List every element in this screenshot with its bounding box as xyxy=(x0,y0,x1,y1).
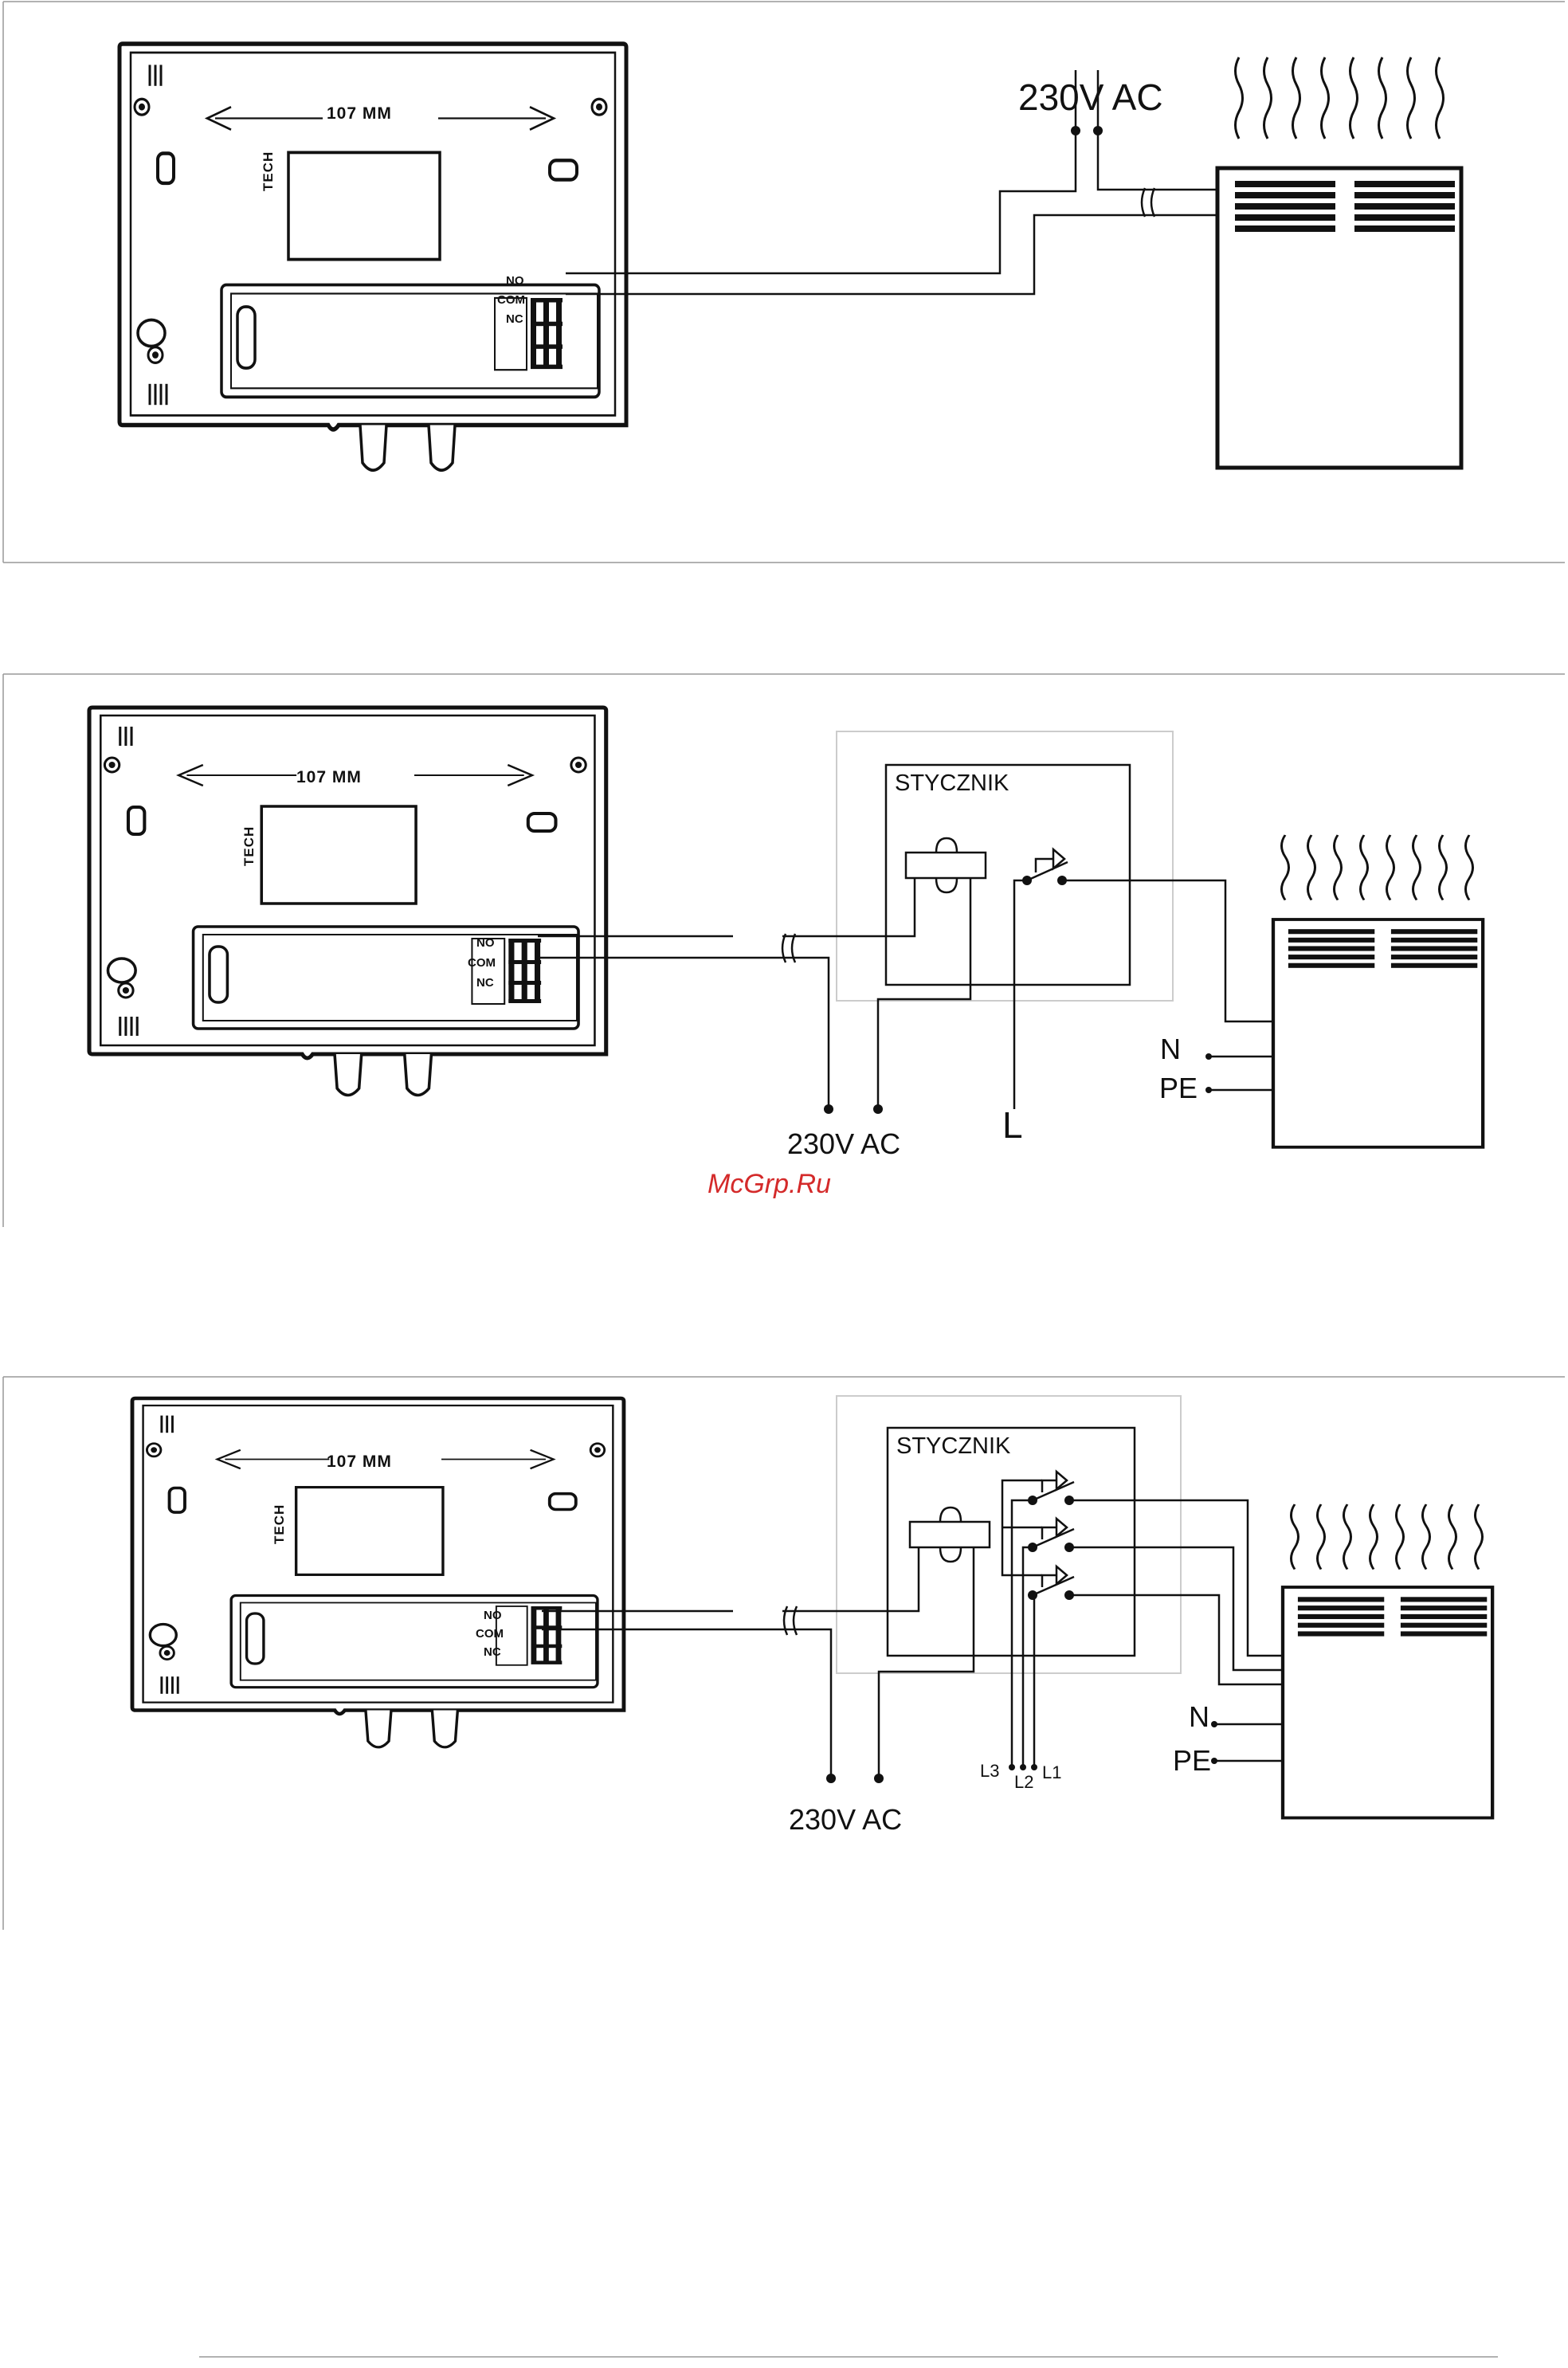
controller-device-back xyxy=(132,1398,624,1747)
supply-terminal-dot xyxy=(1071,126,1080,135)
earth-terminal-dot xyxy=(1211,1758,1217,1764)
brand-logo: TECH xyxy=(261,151,276,191)
contactor-coil xyxy=(906,838,986,892)
control-wiring xyxy=(542,1500,1283,1778)
terminal-label-nc: NC xyxy=(484,1645,501,1659)
neutral-terminal-dot xyxy=(1205,1053,1212,1060)
phase-label-l3: L3 xyxy=(980,1761,999,1781)
terminal-label-com: COM xyxy=(497,293,525,307)
terminal-label-nc: NC xyxy=(476,976,494,990)
contactor-label: STYCZNIK xyxy=(896,1433,1011,1459)
earth-label: PE xyxy=(1173,1744,1211,1777)
electric-heater xyxy=(1217,168,1461,468)
panel-1-direct-wiring: 107 MM TECH NO COM NC 230V AC xyxy=(120,44,1461,470)
phase-label-l1: L1 xyxy=(1042,1762,1061,1782)
supply-terminal-dot xyxy=(874,1774,884,1783)
heat-wave-icon xyxy=(1292,1504,1483,1570)
supply-voltage-label: 230V AC xyxy=(787,1127,900,1160)
watermark: McGrp.Ru xyxy=(708,1169,831,1199)
phase-terminal-dot xyxy=(1009,1764,1015,1770)
electric-heater xyxy=(1283,1587,1492,1818)
earth-label: PE xyxy=(1159,1072,1198,1104)
supply-terminal-dot xyxy=(824,1104,833,1114)
neutral-terminal-dot xyxy=(1211,1721,1217,1727)
device-width-dimension: 107 MM xyxy=(327,1453,392,1471)
supply-voltage-label: 230V AC xyxy=(789,1803,902,1836)
heat-wave-icon xyxy=(1236,57,1444,139)
cable-break-symbol xyxy=(1142,188,1154,217)
earth-terminal-dot xyxy=(1205,1087,1212,1093)
device-width-dimension: 107 MM xyxy=(296,768,362,786)
supply-voltage-label: 230V AC xyxy=(1018,76,1163,118)
phase-terminal-dot xyxy=(1020,1764,1026,1770)
contactor-label: STYCZNIK xyxy=(895,770,1009,796)
brand-logo: TECH xyxy=(241,826,257,866)
brand-logo: TECH xyxy=(272,1504,287,1544)
neutral-label: N xyxy=(1189,1700,1209,1733)
panel-3-contactor-three-phase: 107 MM TECH NO COM NC STYCZNIK xyxy=(132,1396,1492,1836)
terminal-label-com: COM xyxy=(468,956,496,970)
terminal-label-nc: NC xyxy=(506,312,523,326)
electric-heater xyxy=(1273,919,1483,1147)
contactor-coil xyxy=(910,1507,990,1562)
terminal-label-com: COM xyxy=(476,1627,504,1641)
terminal-label-no: NO xyxy=(506,274,524,288)
line-label: L xyxy=(1002,1104,1023,1146)
supply-terminal-dot xyxy=(1093,126,1103,135)
panel-2-contactor-single-phase: 107 MM TECH NO COM NC STYCZNIK xyxy=(89,708,1483,1199)
phase-label-l2: L2 xyxy=(1014,1772,1033,1792)
heat-wave-icon xyxy=(1282,835,1473,900)
device-width-dimension: 107 MM xyxy=(327,104,392,123)
contactor-box xyxy=(886,765,1130,985)
neutral-label: N xyxy=(1160,1033,1181,1065)
contactor-switch-set xyxy=(1002,1472,1074,1595)
controller-device-back xyxy=(89,708,606,1096)
terminal-label-no: NO xyxy=(484,1609,502,1622)
phase-terminal-dot xyxy=(1031,1764,1037,1770)
supply-terminal-dot xyxy=(826,1774,836,1783)
supply-terminal-dot xyxy=(873,1104,883,1114)
terminal-label-no: NO xyxy=(476,936,495,950)
